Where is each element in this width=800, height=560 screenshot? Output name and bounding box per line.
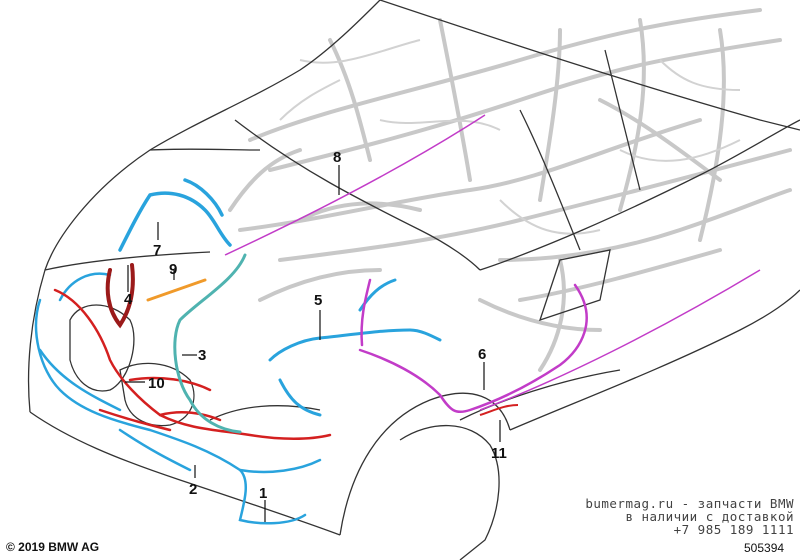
callout-labels: 1 2 3 4 5 6 7 8 9 10 11 xyxy=(124,149,507,502)
callout-3: 3 xyxy=(198,347,206,364)
watermark-line-3: +7 985 189 1111 xyxy=(673,522,794,537)
leader-lines xyxy=(125,165,501,522)
callout-6: 6 xyxy=(478,346,486,363)
callout-11: 11 xyxy=(491,445,507,462)
harness-2-red xyxy=(53,288,332,440)
callout-4: 4 xyxy=(124,291,133,308)
background-harness-thin xyxy=(279,39,741,235)
callout-9: 9 xyxy=(169,261,177,278)
callout-8: 8 xyxy=(333,149,341,166)
copyright-text: © 2019 BMW AG xyxy=(6,540,100,554)
callout-1: 1 xyxy=(259,485,267,502)
callout-5: 5 xyxy=(314,292,322,309)
harness-3-teal xyxy=(173,253,247,434)
harness-5-blue xyxy=(268,278,442,417)
harness-7-blue xyxy=(118,178,232,252)
watermark-line-2: в наличии с доставкой xyxy=(625,509,794,524)
background-harness-network xyxy=(228,8,792,372)
harness-6-magenta xyxy=(358,278,588,414)
harness-9-orange xyxy=(146,278,207,302)
harness-1-blue xyxy=(34,272,322,525)
harness-8-magenta xyxy=(224,114,761,411)
callout-10: 10 xyxy=(148,375,165,392)
callout-7: 7 xyxy=(153,242,161,259)
harness-11-red xyxy=(479,404,519,416)
car-body-outline xyxy=(27,0,800,560)
dealer-watermark: bumermag.ru - запчасти BMW в наличии с д… xyxy=(585,497,794,536)
part-number: 505394 xyxy=(744,541,785,555)
callout-2: 2 xyxy=(189,481,197,498)
harness-darkred-4 xyxy=(105,263,135,329)
watermark-line-1: bumermag.ru - запчасти BMW xyxy=(585,496,794,511)
